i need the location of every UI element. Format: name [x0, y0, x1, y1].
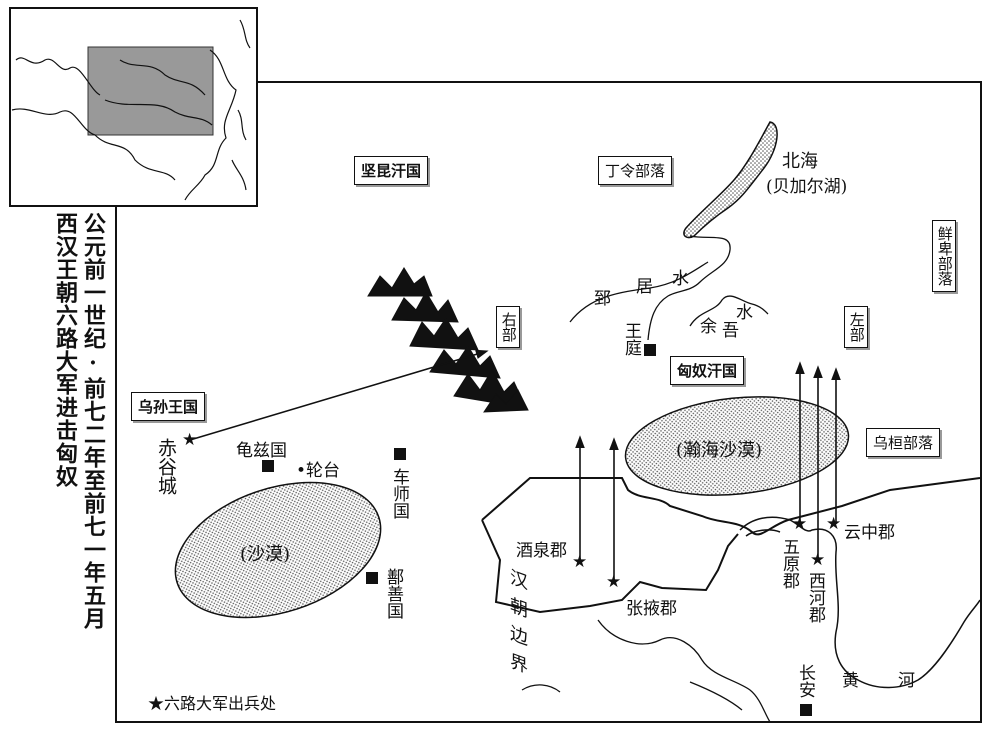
rivers [569, 235, 769, 341]
label-yuwu-3: 水 [736, 303, 753, 323]
jiuquan-star: ★ [572, 552, 588, 572]
inset-coastlines [11, 19, 251, 201]
label-huanghe-1: 黄 [842, 671, 859, 691]
label-jiuquan: 酒泉郡 [516, 541, 567, 561]
label-zhiju-1: 郅 [594, 289, 611, 309]
qiuci-marker [262, 460, 274, 472]
label-zhiju-3: 水 [672, 269, 689, 289]
label-hanhai-desert: (瀚海沙漠) [676, 440, 763, 461]
region-xianbei: 鲜卑部落 [932, 220, 956, 292]
label-beihai: 北海 [782, 151, 818, 172]
map-title: 西汉王朝六路大军进击匈奴 [52, 212, 78, 488]
hanhai-desert [624, 396, 850, 496]
label-luntai: •轮台 [296, 461, 341, 481]
lake-baikal [683, 121, 778, 239]
map-date-range: 公元前一世纪·前七二年至前七一年五月 [80, 212, 106, 630]
inset-map-frame [9, 7, 258, 207]
label-chigu: 赤谷城 [155, 438, 177, 495]
southern-land [521, 619, 771, 723]
chigu-star: ★ [182, 430, 198, 450]
label-yuwu-1: 余 [700, 317, 717, 337]
label-xihe: 西河郡 [805, 572, 825, 623]
wuyuan-star: ★ [792, 514, 808, 534]
label-baikal: (贝加尔湖) [766, 177, 848, 197]
label-shanshan: 鄯善国 [383, 568, 403, 619]
cheshi-marker [394, 448, 406, 460]
label-han-border: 汉朝边界 [507, 565, 528, 686]
label-yunzhong: 云中郡 [844, 523, 895, 543]
zhangye-star: ★ [606, 572, 622, 592]
label-wuyuan: 五原郡 [779, 538, 799, 589]
region-left-dept: 左部 [844, 306, 868, 348]
wangting-marker [644, 344, 656, 356]
label-tarim-desert: (沙漠) [240, 544, 291, 565]
xihe-star: ★ [810, 550, 826, 570]
region-jiankun: 坚昆汗国 [354, 156, 429, 185]
region-dingling: 丁令部落 [598, 156, 673, 185]
region-wuhuan: 乌桓部落 [866, 428, 941, 457]
shanshan-marker [366, 572, 378, 584]
yellow-river [739, 516, 981, 689]
region-right-dept: 右部 [496, 306, 520, 348]
yunzhong-star: ★ [826, 514, 842, 534]
label-huanghe-2: 河 [898, 671, 915, 691]
campaign-routes [189, 349, 841, 578]
label-zhiju-2: 居 [636, 277, 653, 297]
region-xiongnu: 匈奴汗国 [670, 356, 745, 385]
changan-marker [800, 704, 812, 716]
label-zhangye: 张掖郡 [626, 599, 677, 619]
inset-highlight-area [87, 46, 214, 136]
legend-star: ★六路大军出兵处 [148, 694, 277, 713]
label-changan: 长安 [795, 664, 815, 698]
region-wusun: 乌孙王国 [131, 392, 206, 421]
label-yuwu-2: 吾 [722, 321, 739, 341]
label-qiuci: 龟兹国 [236, 441, 287, 461]
label-wangting: 王庭 [621, 322, 641, 356]
map-frame [115, 81, 982, 723]
label-cheshi: 车师国 [389, 468, 409, 519]
tarim-desert [174, 481, 382, 619]
mountain-range [367, 267, 529, 413]
han-border [481, 477, 981, 614]
